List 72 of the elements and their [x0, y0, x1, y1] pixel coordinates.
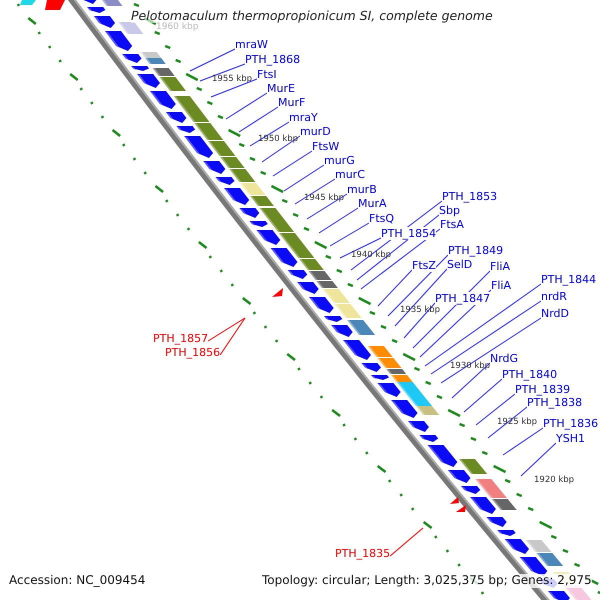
gene-label: murD	[300, 125, 331, 138]
footer-text: Accession: NC_009454	[9, 574, 146, 588]
gene-label: NrdD	[541, 307, 570, 320]
gene-label: FtsA	[440, 218, 464, 231]
gene-label: PTH_1840	[502, 368, 558, 381]
leader-line	[340, 238, 382, 258]
leader-line	[208, 318, 246, 342]
gene-label: FtsZ	[412, 259, 436, 272]
leader-line	[394, 268, 448, 326]
leader-line	[294, 178, 336, 204]
gene-label: PTH_1838	[527, 396, 582, 409]
leader-line	[440, 318, 542, 384]
gene-label: PTH_1853	[442, 190, 498, 203]
gene-label: PTH_1868	[245, 53, 300, 66]
gene-label: murB	[347, 183, 377, 196]
leader-line	[350, 200, 442, 270]
gene-label: PTH_1854	[381, 227, 436, 240]
position-label: 1960 kbp	[156, 22, 198, 32]
gene-label: PTH_1844	[541, 273, 596, 286]
leader-line	[318, 208, 358, 234]
leader-line	[430, 300, 542, 374]
gene-label: FtsQ	[369, 212, 394, 225]
gene-label: mraW	[235, 38, 268, 51]
gene-label: MurA	[358, 197, 387, 210]
leader-line	[210, 78, 258, 98]
gene-label: MurF	[278, 96, 306, 109]
leader-line	[226, 92, 268, 120]
gene-label: FliA	[490, 260, 510, 273]
position-label: 1920 kbp	[534, 476, 574, 486]
gene-label: PTH_1856	[165, 346, 220, 359]
gene-label: FtsI	[257, 68, 277, 81]
leader-line	[190, 48, 236, 72]
gene-label: SelD	[447, 258, 472, 271]
gene-label: PTH_1847	[435, 292, 490, 305]
gene-label: nrdR	[541, 290, 567, 303]
leader-line	[220, 318, 246, 356]
gene-label: murC	[335, 168, 365, 181]
leader-line	[250, 122, 290, 146]
gene-label: PTH_1835	[335, 547, 390, 560]
leader-line	[388, 254, 448, 316]
leader-line	[420, 290, 492, 358]
leader-line	[238, 106, 278, 132]
leader-line	[356, 214, 440, 280]
gene-label: YSH1	[556, 432, 585, 445]
leader-line	[262, 136, 300, 162]
leader-line	[330, 222, 370, 246]
leader-line	[464, 378, 502, 412]
gene-label: Sbp	[439, 204, 460, 217]
title: Pelotomaculum thermopropionicum SI, complete genome	[131, 8, 493, 23]
gene-label: PTH_1836	[543, 417, 598, 430]
gene-label: MurE	[267, 82, 295, 95]
leader-line	[520, 442, 556, 476]
position-label: 1955 kbp	[212, 75, 252, 85]
leader-line	[284, 164, 324, 192]
gene-label: PTH_1849	[448, 244, 504, 257]
gene-label: murG	[324, 154, 355, 167]
gene-label: PTH_1857	[153, 332, 208, 345]
leader-line	[306, 194, 348, 220]
gene-label: mraY	[289, 111, 318, 124]
position-label: 1950 kbp	[258, 135, 298, 145]
gene-label: FtsW	[312, 140, 340, 153]
leader-line	[360, 228, 440, 290]
leader-line	[378, 270, 412, 306]
leader-line	[424, 284, 542, 366]
leader-line	[272, 150, 312, 176]
leader-line	[390, 528, 424, 556]
leader-line	[200, 64, 246, 82]
leader-line	[412, 270, 490, 348]
gene-label: PTH_1839	[515, 383, 570, 396]
leader-line	[502, 428, 544, 456]
gene-label: NrdG	[490, 352, 518, 365]
gene-label: FliA	[491, 279, 511, 292]
